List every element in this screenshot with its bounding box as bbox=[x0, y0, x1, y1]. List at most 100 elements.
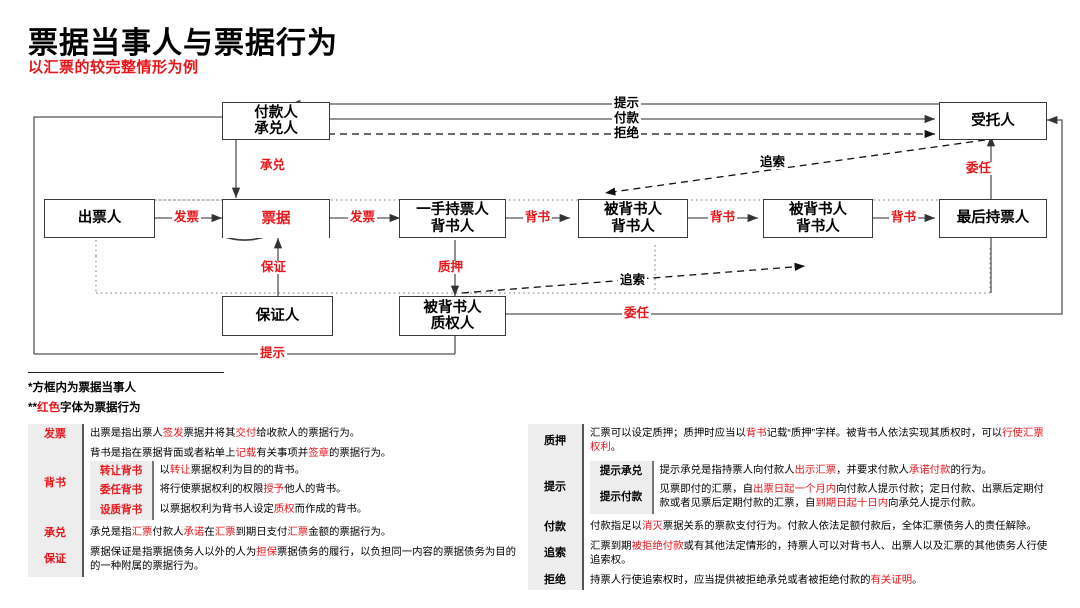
term-description: 持票人行使追索权时，应当提供被拒绝承兑或者被拒绝付款的有关证明。 bbox=[590, 574, 1050, 588]
row-divider bbox=[582, 517, 584, 537]
sub-term-label: 设质背书 bbox=[90, 500, 152, 521]
sub-term-row[interactable]: 转让背书以转让票据权利为目的的背书。 bbox=[90, 460, 522, 481]
term-row[interactable]: 追索汇票到期被拒绝付款或有其他法定情形的，持票人可以对背书人、出票人以及汇票的其… bbox=[528, 536, 1052, 571]
terms-table-right: 质押汇票可以设定质押；质押时应当以背书记载“质押”字样。被背书人依法实现其质权时… bbox=[528, 424, 1052, 591]
plain-text: 汇票可以设定质押；质押时应当以 bbox=[590, 428, 746, 439]
node-guarantor[interactable]: 保证人 bbox=[222, 296, 333, 336]
highlight-term: 记载 bbox=[235, 447, 257, 459]
sub-term-row[interactable]: 提示承兑提示承兑是指持票人向付款人出示汇票，并要求付款人承诺付款的行为。 bbox=[590, 460, 1051, 481]
term-row[interactable]: 质押汇票可以设定质押；质押时应当以背书记载“质押”字样。被背书人依法实现其质权时… bbox=[528, 424, 1052, 458]
highlight-term: 有关证明 bbox=[870, 574, 913, 586]
term-label: 付款 bbox=[528, 517, 582, 537]
term-row[interactable]: 拒绝持票人行使追索权时，应当提供被拒绝承兑或者被拒绝付款的有关证明。 bbox=[528, 570, 1052, 591]
plain-text: 或有其他法定情形的，持票人可以对背书人、出票人以及汇票的其他债务人行使追索权。 bbox=[590, 540, 1048, 566]
flow-diagram: 付款人 承兑人 受托人 出票人 票据 一手持票人 背书人 被背书人 背书人 被背… bbox=[0, 88, 1080, 370]
plain-text: 记载“质押”字样。被背书人依法实现其质权时，可以 bbox=[766, 428, 1003, 439]
plain-text: 票据保证是指票据债务人以外的人为 bbox=[90, 546, 257, 558]
plain-text: 以票据权利为背书人设定 bbox=[159, 504, 274, 516]
diagram-connectors bbox=[33, 99, 1063, 355]
terms-table-left: 发票出票是指出票人签发票据并将其交付给收款人的票据行为。背书背书是指在票据背面或… bbox=[28, 424, 524, 577]
note-1-text: 方框内为票据当事人 bbox=[32, 382, 136, 394]
term-body: 汇票可以设定质押；质押时应当以背书记载“质押”字样。被背书人依法实现其质权时，可… bbox=[584, 424, 1052, 458]
term-body: 出票是指出票人签发票据并将其交付给收款人的票据行为。 bbox=[84, 424, 524, 444]
node-payer[interactable]: 付款人 承兑人 bbox=[222, 102, 330, 140]
row-divider bbox=[82, 424, 84, 444]
plain-text: 将行使票据权利的权限 bbox=[159, 484, 264, 496]
highlight-term: 签章 bbox=[308, 447, 329, 459]
edge-label-tishi-top: 提示 bbox=[612, 96, 642, 110]
edge-label-fapiao-1: 发票 bbox=[172, 210, 202, 224]
edge-label-beishu-3: 背书 bbox=[889, 210, 919, 224]
highlight-term: 授予 bbox=[263, 484, 285, 496]
edge-label-zhuisuo-lower: 追索 bbox=[618, 273, 648, 287]
term-description: 背书是指在票据背面或者粘单上记载有关事项并签章的票据行为。 bbox=[90, 447, 522, 461]
sub-term-body: 以票据权利为背书人设定质权而作成的背书。 bbox=[154, 500, 523, 520]
node-first-holder[interactable]: 一手持票人 背书人 bbox=[399, 199, 506, 238]
note-1: *方框内为票据当事人 bbox=[28, 379, 136, 395]
edge-label-baozheng: 保证 bbox=[259, 260, 289, 274]
sub-term-body: 将行使票据权利的权限授予他人的背书。 bbox=[154, 480, 523, 500]
highlight-term: 转让 bbox=[169, 464, 191, 476]
term-row[interactable]: 付款付款指足以消灭票据关系的票款支付行为。付款人依法足额付款后，全体汇票债务人的… bbox=[528, 517, 1052, 537]
term-row[interactable]: 保证票据保证是指票据债务人以外的人为担保票据债务的履行，以负担同一内容的票据债务… bbox=[28, 542, 524, 577]
node-endorsee-2[interactable]: 被背书人 背书人 bbox=[763, 199, 873, 238]
sub-divider bbox=[152, 480, 154, 501]
term-description: 以转让票据权利为目的的背书。 bbox=[160, 464, 521, 478]
plain-text: 他人的背书。 bbox=[284, 484, 347, 496]
term-label: 拒绝 bbox=[528, 570, 582, 591]
term-label: 保证 bbox=[28, 542, 82, 577]
term-label: 承兑 bbox=[28, 523, 82, 543]
node-trustee[interactable]: 受托人 bbox=[939, 102, 1047, 140]
plain-text: 的票据行为。 bbox=[328, 447, 392, 459]
plain-text: 见票即付的汇票，自 bbox=[659, 484, 754, 496]
node-bill[interactable]: 票据 bbox=[222, 199, 330, 238]
note-2-red: 红色 bbox=[36, 402, 60, 414]
highlight-term: 被拒绝付款 bbox=[631, 540, 684, 552]
highlight-term: 背书 bbox=[745, 428, 767, 439]
term-body: 背书是指在票据背面或者粘单上记载有关事项并签章的票据行为。转让背书以转让票据权利… bbox=[84, 444, 524, 523]
sub-term-table: 转让背书以转让票据权利为目的的背书。委任背书将行使票据权利的权限授予他人的背书。… bbox=[90, 460, 523, 521]
row-divider bbox=[82, 542, 84, 577]
edge-label-chengdui: 承兑 bbox=[258, 158, 288, 172]
plain-text: 出票是指出票人 bbox=[90, 428, 163, 439]
plain-text: 向付款人提示付款；定日付款、出票后定期付款或者见票后定期付款的汇票，自 bbox=[659, 484, 1044, 510]
note-2: **红色字体为票据行为 bbox=[28, 399, 140, 415]
highlight-term: 交付 bbox=[235, 428, 257, 439]
edge-label-weiren-lower: 委任 bbox=[622, 306, 652, 320]
edge-label-tishi-bottom: 提示 bbox=[258, 346, 288, 360]
highlight-term: 汇票 bbox=[214, 527, 236, 539]
edge-label-fapiao-2: 发票 bbox=[348, 210, 378, 224]
highlight-term: 出示汇票 bbox=[794, 464, 837, 476]
term-row[interactable]: 发票出票是指出票人签发票据并将其交付给收款人的票据行为。 bbox=[28, 424, 524, 444]
row-divider bbox=[582, 536, 584, 571]
node-pledgee[interactable]: 被背书人 质权人 bbox=[399, 296, 506, 336]
sub-term-table: 提示承兑提示承兑是指持票人向付款人出示汇票，并要求付款人承诺付款的行为。提示付款… bbox=[590, 460, 1051, 515]
term-label: 提示 bbox=[528, 457, 582, 518]
sub-term-row[interactable]: 提示付款见票即付的汇票，自出票日起一个月内向付款人提示付款；定日付款、出票后定期… bbox=[590, 480, 1051, 515]
term-row[interactable]: 背书背书是指在票据背面或者粘单上记载有关事项并签章的票据行为。转让背书以转让票据… bbox=[28, 443, 524, 524]
term-body: 持票人行使追索权时，应当提供被拒绝承兑或者被拒绝付款的有关证明。 bbox=[584, 571, 1052, 591]
sub-term-row[interactable]: 设质背书以票据权利为背书人设定质权而作成的背书。 bbox=[90, 500, 523, 521]
sub-term-body: 提示承兑是指持票人向付款人出示汇票，并要求付款人承诺付款的行为。 bbox=[654, 461, 1051, 481]
term-description: 以票据权利为背书人设定质权而作成的背书。 bbox=[160, 503, 521, 517]
term-row[interactable]: 提示提示承兑提示承兑是指持票人向付款人出示汇票，并要求付款人承诺付款的行为。提示… bbox=[528, 457, 1052, 518]
edge-label-weiren-right: 委任 bbox=[964, 161, 994, 175]
term-description: 汇票到期被拒绝付款或有其他法定情形的，持票人可以对背书人、出票人以及汇票的其他债… bbox=[590, 540, 1050, 568]
sub-term-body: 见票即付的汇票，自出票日起一个月内向付款人提示付款；定日付款、出票后定期付款或者… bbox=[654, 480, 1051, 514]
term-body: 付款指足以消灭票据关系的票款支付行为。付款人依法足额付款后，全体汇票债务人的责任… bbox=[584, 517, 1052, 537]
edge-label-beishu-1: 背书 bbox=[523, 210, 553, 224]
term-row[interactable]: 承兑承兑是指汇票付款人承诺在汇票到期日支付汇票金额的票据行为。 bbox=[28, 523, 524, 543]
term-body: 承兑是指汇票付款人承诺在汇票到期日支付汇票金额的票据行为。 bbox=[84, 523, 524, 543]
plain-text: 而作成的背书。 bbox=[294, 504, 368, 516]
sub-divider bbox=[652, 480, 654, 515]
note-2-text: 字体为票据行为 bbox=[59, 402, 141, 414]
term-label: 背书 bbox=[28, 443, 82, 524]
node-endorsee-1[interactable]: 被背书人 背书人 bbox=[578, 199, 688, 238]
node-drawer[interactable]: 出票人 bbox=[44, 199, 155, 238]
sub-term-row[interactable]: 委任背书将行使票据权利的权限授予他人的背书。 bbox=[90, 480, 523, 501]
node-last-holder[interactable]: 最后持票人 bbox=[939, 199, 1047, 238]
term-body: 汇票到期被拒绝付款或有其他法定情形的，持票人可以对背书人、出票人以及汇票的其他债… bbox=[584, 537, 1052, 571]
note-1-star: * bbox=[28, 382, 33, 394]
term-description: 付款指足以消灭票据关系的票款支付行为。付款人依法足额付款后，全体汇票债务人的责任… bbox=[590, 520, 1050, 534]
plain-text: 向承兑人提示付款。 bbox=[888, 498, 982, 510]
